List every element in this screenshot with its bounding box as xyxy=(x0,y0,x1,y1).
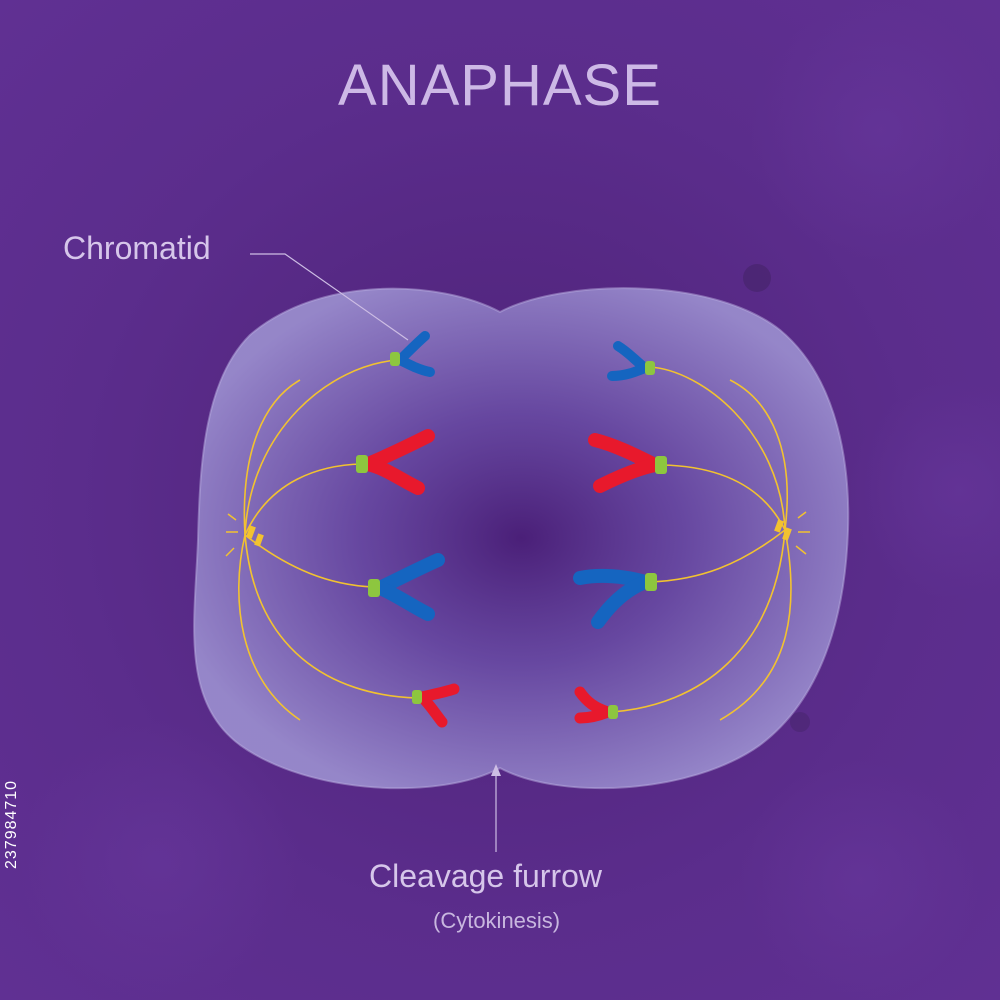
chromatid-left-2 xyxy=(356,429,435,495)
spindle-fibers xyxy=(238,359,792,721)
chromatid-left-4 xyxy=(412,683,460,728)
chromatid-left-3 xyxy=(368,553,445,621)
spindle-fiber xyxy=(243,379,301,536)
centriole-right xyxy=(774,511,810,555)
background-blobs xyxy=(20,0,1000,1000)
spindle-fiber xyxy=(729,379,789,531)
background-dot xyxy=(790,712,810,732)
chromatid-left-1 xyxy=(390,331,435,377)
chromatid-right-3 xyxy=(573,568,657,629)
background-blob xyxy=(750,0,1000,260)
chromatid-right-2 xyxy=(588,433,667,493)
cytokinesis-label: (Cytokinesis) xyxy=(433,908,561,933)
cleavage-arrow-head xyxy=(491,764,501,776)
spindle-fiber xyxy=(244,534,418,699)
background-blob xyxy=(740,760,980,1000)
spindle-fiber xyxy=(649,366,786,531)
chromatid-right-4 xyxy=(574,686,618,724)
chromatid-leader-line xyxy=(250,253,409,341)
chromatid-label: Chromatid xyxy=(63,230,211,266)
spindle-fiber xyxy=(238,534,301,721)
spindle-fiber xyxy=(661,464,786,531)
spindle-fiber xyxy=(649,529,786,583)
spindle-fiber xyxy=(244,359,399,536)
leader-lines xyxy=(250,253,501,852)
background-blob xyxy=(850,380,1000,600)
stock-id-number: 237984710 xyxy=(3,779,20,869)
spindle-fiber xyxy=(244,463,363,536)
chromatid-right-1 xyxy=(607,341,655,381)
diagram-title: ANAPHASE xyxy=(338,53,662,118)
spindle-fiber xyxy=(611,529,786,713)
centriole-left xyxy=(225,513,264,557)
cell-membrane xyxy=(193,287,850,790)
background-blob xyxy=(20,720,300,1000)
background-dot xyxy=(743,264,771,292)
cleavage-furrow-label: Cleavage furrow xyxy=(369,858,602,894)
spindle-fiber xyxy=(719,529,792,721)
